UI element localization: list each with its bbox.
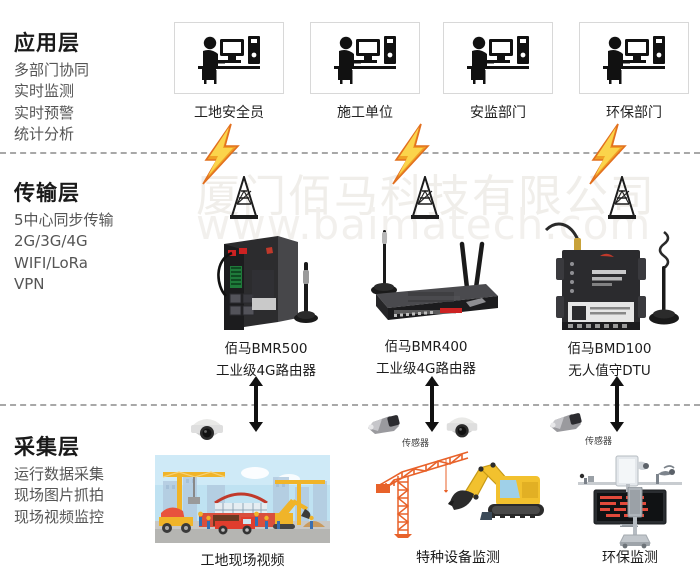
bidirectional-arrow-icon bbox=[425, 376, 439, 432]
divider-application-transmission bbox=[0, 152, 700, 154]
construction-site-scene-icon bbox=[155, 455, 330, 543]
person-at-computer-icon bbox=[198, 36, 260, 84]
device-name: 佰马BMD100 bbox=[567, 341, 652, 357]
bidirectional-arrow-icon bbox=[249, 376, 263, 432]
person-at-computer-icon bbox=[334, 36, 396, 84]
app-card-label: 工地安全员 bbox=[194, 105, 264, 121]
lightning-bolt-icon bbox=[392, 123, 430, 185]
collection-item-label: 特种设备监测 bbox=[416, 550, 500, 566]
app-card-label: 安监部门 bbox=[470, 105, 526, 121]
device-bmr500[interactable]: 佰马BMR500 工业级4G路由器 bbox=[186, 226, 346, 381]
application-bullet-2: 实时监测 bbox=[14, 82, 75, 101]
transmission-bullet-3: WIFI/LoRa bbox=[14, 253, 88, 272]
cell-tower-icon bbox=[230, 176, 258, 219]
app-card-frame bbox=[579, 22, 689, 94]
app-card-label: 环保部门 bbox=[606, 105, 662, 121]
application-layer-title: 应用层 bbox=[14, 31, 80, 55]
bidirectional-arrow-icon bbox=[610, 376, 624, 432]
collection-layer-title: 采集层 bbox=[14, 435, 80, 459]
sensor-label-2: 传感器 bbox=[585, 437, 613, 447]
cell-tower-icon bbox=[411, 176, 439, 219]
device-bmd100[interactable]: 佰马BMD100 无人值守DTU bbox=[522, 218, 697, 381]
cell-tower-icon bbox=[608, 176, 636, 219]
app-card-safety-supervision-dept[interactable]: 安监部门 bbox=[443, 22, 553, 122]
person-at-computer-icon bbox=[603, 36, 665, 84]
app-card-frame bbox=[443, 22, 553, 94]
device-name: 佰马BMR500 bbox=[224, 341, 308, 357]
sensor-probe-icon bbox=[550, 413, 582, 432]
app-card-frame bbox=[310, 22, 420, 94]
transmission-bullet-4: VPN bbox=[14, 274, 45, 293]
dome-camera-icon bbox=[191, 419, 223, 440]
collection-item-site-video[interactable]: 工地现场视频 bbox=[155, 455, 330, 570]
layer-label-transmission: 传输层 5中心同步传输 2G/3G/4G WIFI/LoRa VPN bbox=[14, 181, 114, 295]
collection-item-label: 工地现场视频 bbox=[200, 553, 285, 569]
sensor-label-1: 传感器 bbox=[402, 439, 430, 449]
device-type: 工业级4G路由器 bbox=[375, 360, 477, 377]
app-card-environment-dept[interactable]: 环保部门 bbox=[579, 22, 689, 122]
lightning-bolt-icon bbox=[202, 123, 240, 185]
collection-item-special-equipment[interactable]: 特种设备监测 bbox=[368, 440, 548, 567]
layer-label-application: 应用层 多部门协同 实时监测 实时预警 统计分析 bbox=[14, 31, 90, 145]
collection-bullet-2: 现场图片抓拍 bbox=[14, 486, 105, 505]
transmission-bullet-2: 2G/3G/4G bbox=[14, 232, 88, 251]
dtu-device-icon bbox=[544, 222, 679, 330]
app-card-construction-unit[interactable]: 施工单位 bbox=[310, 22, 420, 122]
app-card-frame bbox=[174, 22, 284, 94]
layer-label-collection: 采集层 运行数据采集 现场图片抓拍 现场视频监控 bbox=[14, 435, 105, 528]
desktop-router-icon bbox=[371, 230, 498, 320]
collection-bullet-1: 运行数据采集 bbox=[14, 465, 105, 484]
device-type: 工业级4G路由器 bbox=[215, 362, 317, 379]
lightning-bolt-icon bbox=[589, 123, 627, 185]
sensor-probe-icon bbox=[368, 415, 400, 434]
application-bullet-1: 多部门协同 bbox=[14, 61, 90, 80]
din-rail-router-icon bbox=[217, 236, 318, 330]
divider-transmission-collection bbox=[0, 404, 700, 406]
dome-camera-icon bbox=[446, 417, 478, 438]
crane-excavator-scene-icon bbox=[376, 451, 544, 538]
device-bmr400[interactable]: 佰马BMR400 工业级4G路由器 bbox=[336, 228, 516, 379]
application-bullet-4: 统计分析 bbox=[14, 124, 75, 143]
transmission-layer-title: 传输层 bbox=[14, 181, 80, 205]
application-bullet-3: 实时预警 bbox=[14, 103, 75, 122]
transmission-bullet-1: 5中心同步传输 bbox=[14, 211, 114, 230]
collection-item-label: 环保监测 bbox=[602, 550, 658, 566]
device-name: 佰马BMR400 bbox=[384, 339, 468, 355]
app-card-site-safety-officer[interactable]: 工地安全员 bbox=[174, 22, 284, 122]
device-type: 无人值守DTU bbox=[568, 362, 651, 379]
app-card-label: 施工单位 bbox=[337, 105, 393, 121]
monitor-control-cabinet-icon bbox=[619, 487, 651, 549]
person-at-computer-icon bbox=[467, 36, 529, 84]
collection-bullet-3: 现场视频监控 bbox=[14, 507, 105, 526]
